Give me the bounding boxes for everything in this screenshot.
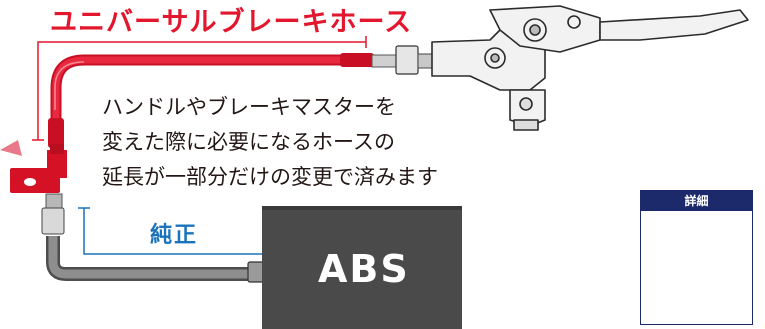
genuine-brake-hose (41, 193, 311, 283)
qr-header: 詳細 (641, 191, 752, 211)
junction-block (0, 140, 67, 193)
description-line: 延長が一部分だけの変更で済みます (102, 165, 438, 189)
genuine-label: 純正 (150, 223, 199, 248)
description-line: ハンドルやブレーキマスターを (102, 95, 396, 119)
adapter-fitting (371, 45, 433, 75)
universal-brake-hose (48, 53, 374, 148)
product-title: ユニバーサルブレーキホース (50, 7, 413, 38)
abs-unit (262, 206, 462, 329)
universal-hose-bracket (32, 36, 367, 141)
master-cylinder (431, 5, 749, 131)
description: ハンドルやブレーキマスターを 変えた際に必要になるホースの 延長が一部分だけの変… (102, 90, 482, 195)
description-line: 変えた際に必要になるホースの (102, 130, 395, 154)
abs-label: ABS (318, 247, 410, 291)
qr-link-box[interactable]: 詳細 (640, 190, 753, 325)
